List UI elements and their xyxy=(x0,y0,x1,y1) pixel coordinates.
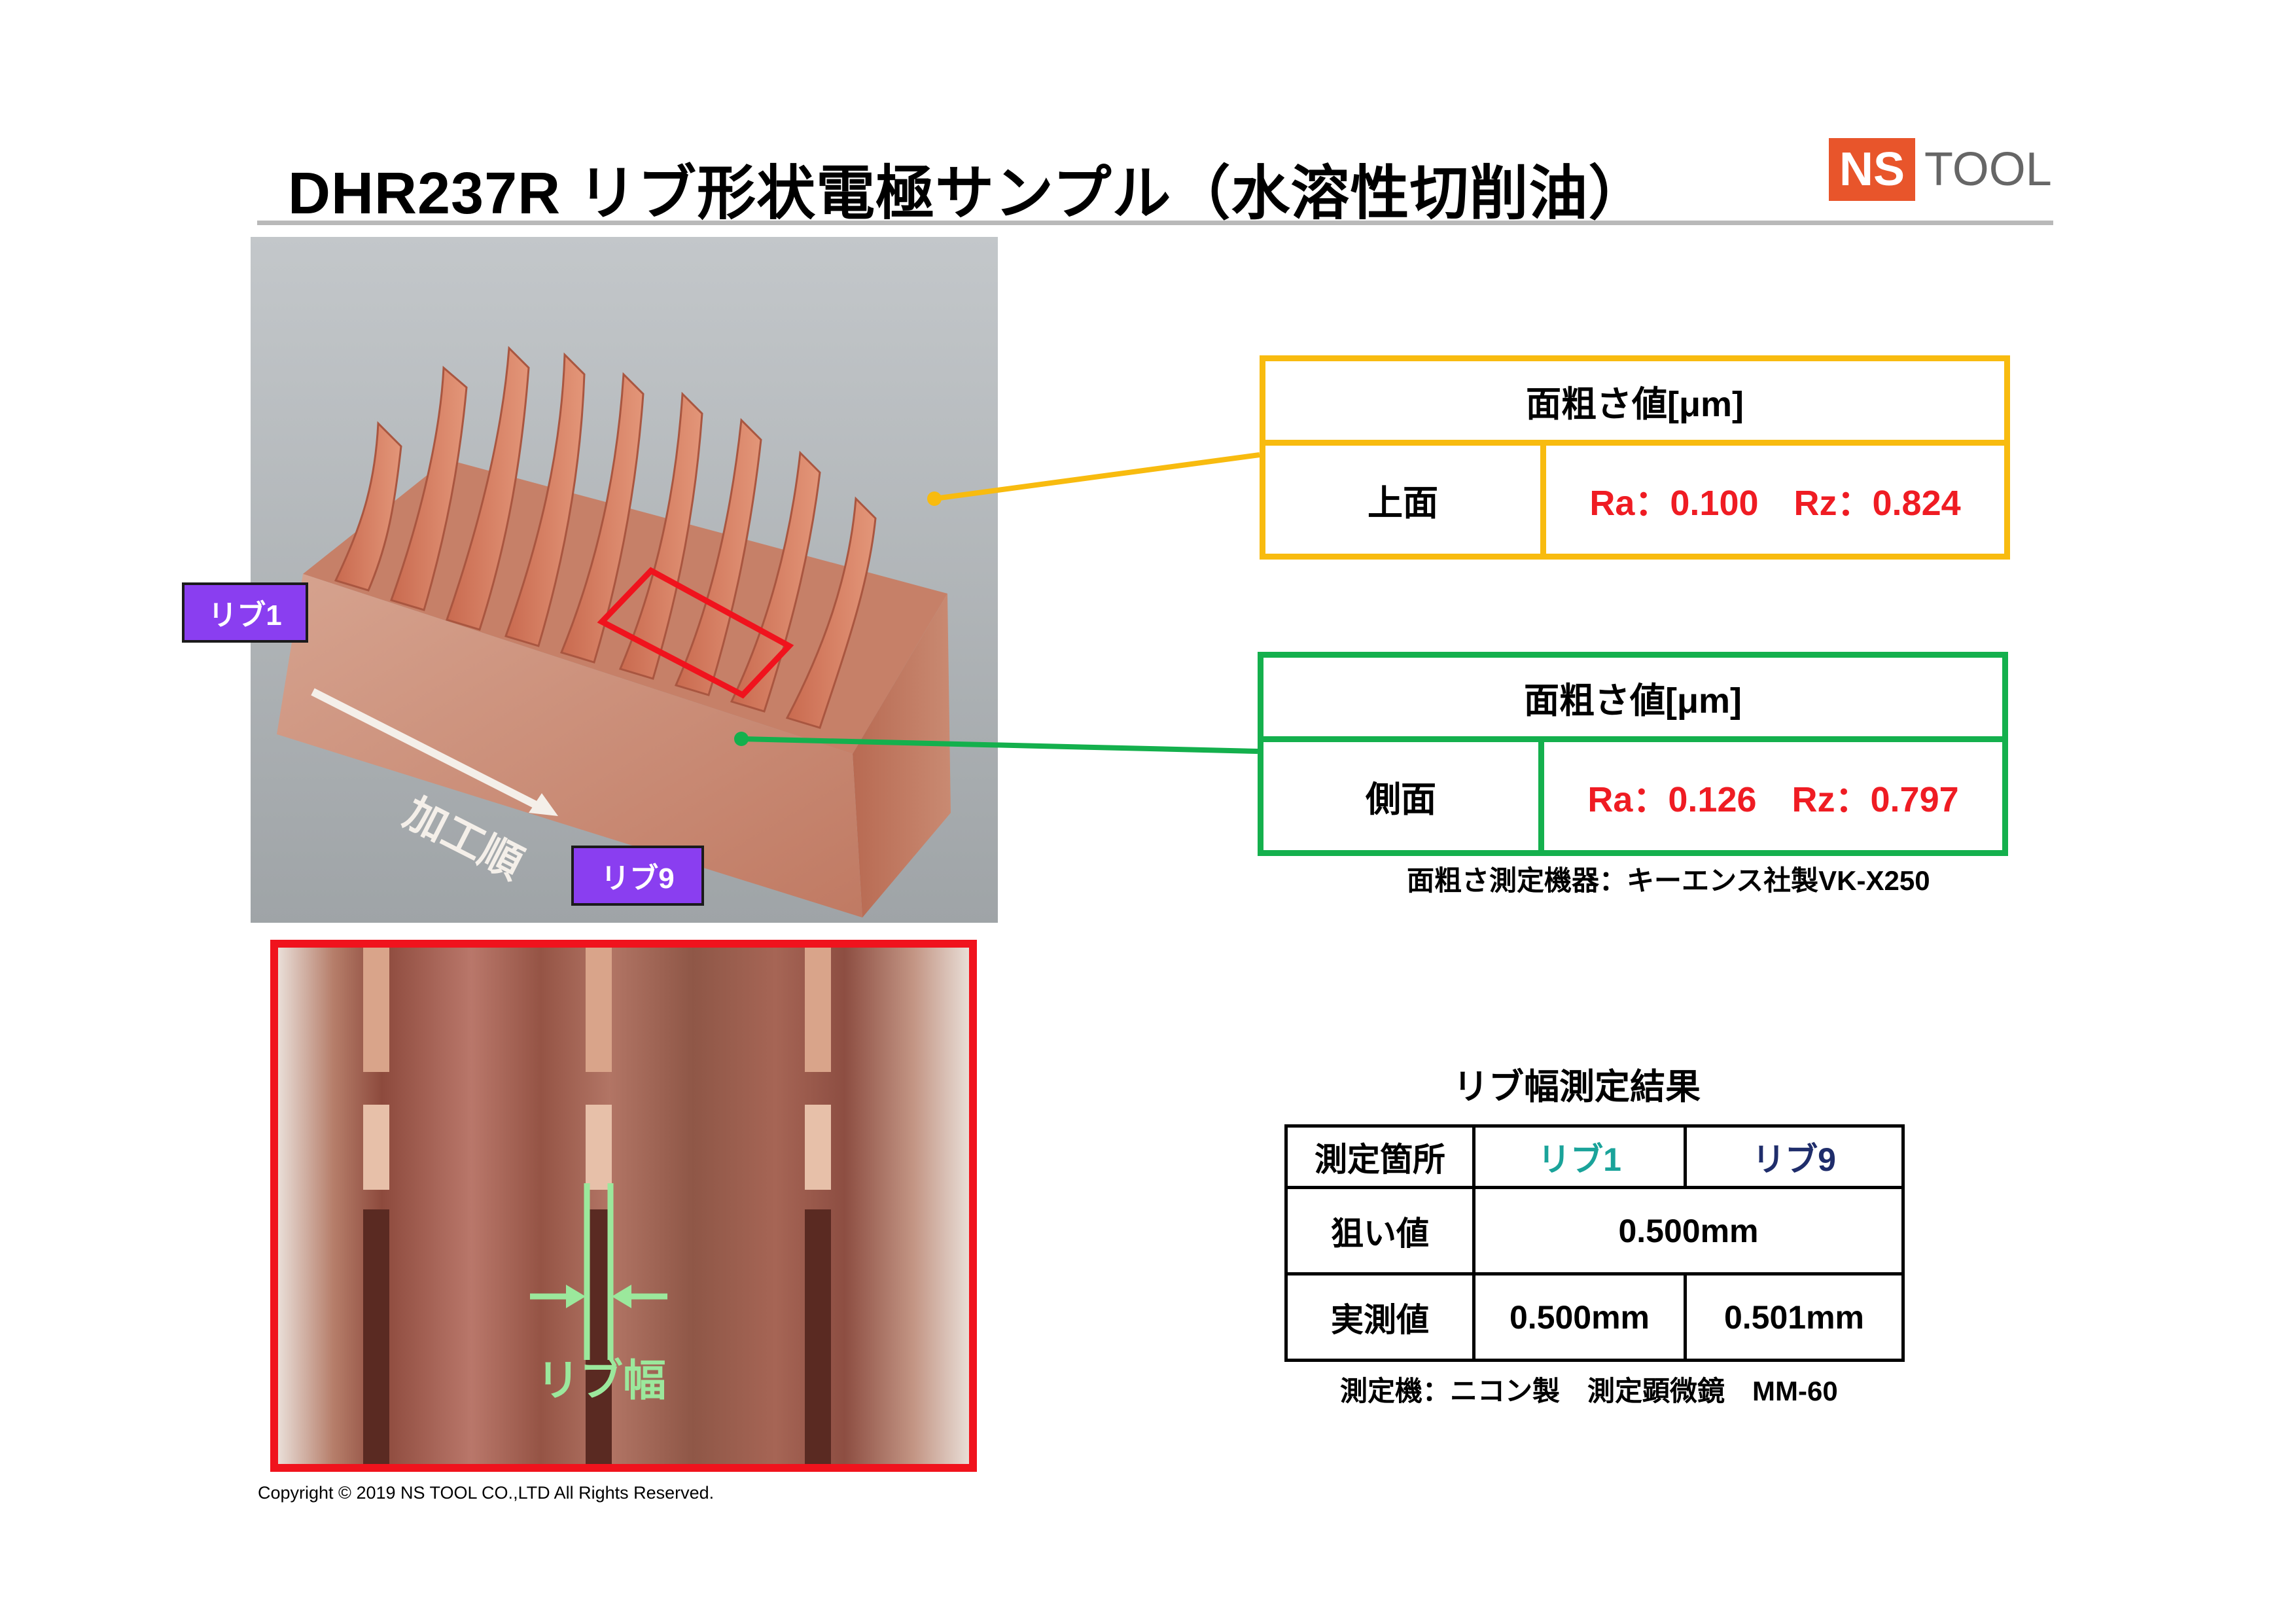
table-row: 狙い値 0.500mm xyxy=(1284,1186,1905,1275)
table-row: 実測値 0.500mm 0.501mm xyxy=(1284,1272,1905,1362)
actual-rib1-cell: 0.500mm xyxy=(1472,1272,1687,1362)
roughness-top-header: 面粗さ値[μm] xyxy=(1265,361,2004,446)
header-cell-rib9: リブ9 xyxy=(1684,1124,1905,1189)
rib-zoom-illustration xyxy=(363,948,831,1464)
header-cell-rib1: リブ1 xyxy=(1472,1124,1687,1189)
roughness-top-box: 面粗さ値[μm] 上面 Ra：0.100 Rz：0.824 xyxy=(1260,355,2010,560)
roughness-side-value: Ra：0.126 Rz：0.797 xyxy=(1587,780,1959,819)
roughness-side-header: 面粗さ値[μm] xyxy=(1263,658,2002,742)
rib-width-table: 測定箇所 リブ1 リブ9 狙い値 0.500mm 実測値 0.500mm 0.5… xyxy=(1284,1124,1905,1362)
rib-width-label: リブ幅 xyxy=(537,1356,666,1404)
roughness-top-label: 上面 xyxy=(1265,446,1546,554)
electrode-illustration: 加工順 xyxy=(251,237,998,923)
rib-table-title: リブ幅測定結果 xyxy=(1453,1067,1701,1107)
title-divider xyxy=(257,221,2053,225)
logo-tool: TOOL xyxy=(1924,143,2052,196)
roughness-side-box: 面粗さ値[μm] 側面 Ra：0.126 Rz：0.797 xyxy=(1258,652,2008,856)
rib-zoom-photo xyxy=(270,940,977,1472)
copyright-text: Copyright © 2019 NS TOOL CO.,LTD All Rig… xyxy=(258,1483,715,1503)
roughness-instrument-note: 面粗さ測定機器：キーエンス社製VK-X250 xyxy=(1407,865,1930,896)
table-row: 測定箇所 リブ1 リブ9 xyxy=(1284,1124,1905,1189)
rib-1-tag: リブ1 xyxy=(182,582,308,643)
page-title: DHR237R リブ形状電極サンプル（水溶性切削油） xyxy=(288,161,1648,226)
roughness-top-value: Ra：0.100 Rz：0.824 xyxy=(1589,484,1961,523)
target-label-cell: 狙い値 xyxy=(1284,1186,1475,1275)
table-instrument-note: 測定機：ニコン製 測定顕微鏡 MM-60 xyxy=(1340,1376,1838,1406)
header-cell-location: 測定箇所 xyxy=(1284,1124,1475,1189)
electrode-photo: 加工順 xyxy=(251,237,998,923)
target-value-cell: 0.500mm xyxy=(1472,1186,1905,1275)
rib-9-tag: リブ9 xyxy=(571,846,704,906)
roughness-side-label: 側面 xyxy=(1263,742,1544,850)
actual-rib9-cell: 0.501mm xyxy=(1684,1272,1905,1362)
ns-tool-logo: NS TOOL xyxy=(1829,137,2052,202)
logo-ns: NS xyxy=(1829,138,1916,201)
actual-label-cell: 実測値 xyxy=(1284,1272,1475,1362)
